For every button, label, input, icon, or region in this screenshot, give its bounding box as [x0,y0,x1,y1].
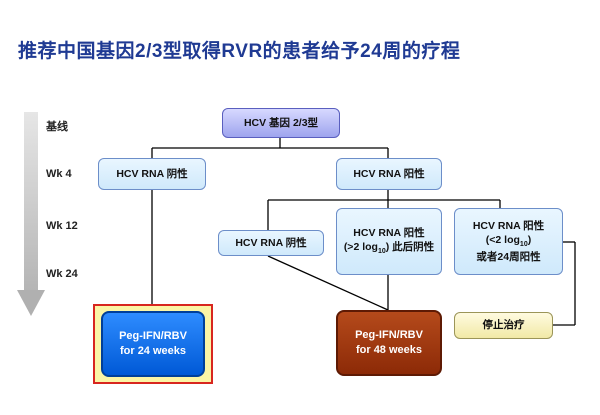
timeline-label-baseline: 基线 [46,121,68,133]
node-stop-treatment: 停止治疗 [454,312,553,339]
node-wk12-drop-line1: HCV RNA 阳性 [353,227,425,240]
node-wk12-drop-line2: (>2 log10) 此后阴性 [343,241,435,256]
timeline-label-wk12: Wk 12 [46,220,78,232]
node-treatment-48-line1: Peg-IFN/RBV [355,329,423,342]
node-wk12-negative-label: HCV RNA 阴性 [235,236,307,249]
node-wk4-negative-label: HCV RNA 阴性 [116,167,188,180]
node-wk12-positive-drop: HCV RNA 阳性 (>2 log10) 此后阴性 [336,208,442,275]
node-treatment-24-line1: Peg-IFN/RBV [119,330,187,343]
node-wk12-positive-nodrop: HCV RNA 阳性 (<2 log10) 或者24周阳性 [454,208,563,275]
node-wk4-positive: HCV RNA 阳性 [336,158,442,190]
page-title: 推荐中国基因2/3型取得RVR的患者给予24周的疗程 [18,41,461,62]
node-wk12-nodrop-line1: HCV RNA 阳性 [472,220,545,233]
node-wk12-nodrop-line2: (<2 log10) [485,234,532,249]
node-wk12-negative: HCV RNA 阴性 [218,230,324,256]
node-treatment-24-weeks: Peg-IFN/RBV for 24 weeks [101,311,205,377]
node-genotype-root-label: HCV 基因 2/3型 [243,116,319,129]
node-wk4-negative: HCV RNA 阴性 [98,158,206,190]
timeline-label-wk4: Wk 4 [46,168,72,180]
timeline-label-wk24: Wk 24 [46,268,78,280]
node-treatment-24-line2: for 24 weeks [119,345,187,357]
node-wk12-nodrop-line3: 或者24周阳性 [476,250,541,263]
timeline-arrow [17,112,45,316]
node-genotype-root: HCV 基因 2/3型 [222,108,340,138]
node-treatment-48-line2: for 48 weeks [355,344,423,356]
node-treatment-48-weeks: Peg-IFN/RBV for 48 weeks [336,310,442,376]
node-stop-treatment-label: 停止治疗 [482,319,525,332]
node-wk4-positive-label: HCV RNA 阳性 [353,167,425,180]
